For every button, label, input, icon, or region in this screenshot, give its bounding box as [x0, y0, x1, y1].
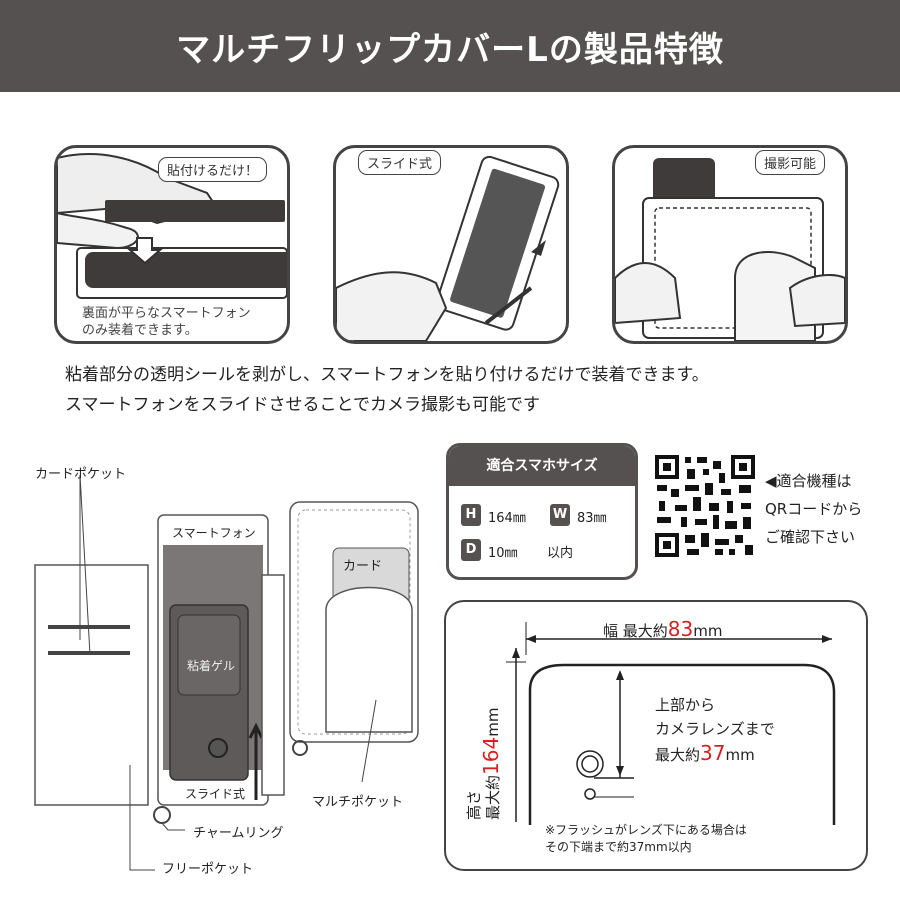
qr-code[interactable]: [655, 455, 755, 557]
tag-slide: スライド式: [358, 150, 442, 175]
compatible-size-title: 適合スマホサイズ: [449, 446, 635, 486]
flash-note: ※フラッシュがレンズ下にある場合は その下端まで約37mm以内: [545, 822, 747, 856]
feature-panel-camera: [612, 145, 848, 344]
lens-dimension-label: 上部から カメラレンズまで 最大約37mm: [655, 693, 775, 767]
tag-camera: 撮影可能: [755, 150, 826, 175]
lens-dimension-value: 37: [700, 741, 726, 765]
width-dimension-value: 83: [667, 617, 694, 641]
dimensions-drawing: [506, 622, 836, 825]
stick-caption-line1: 裏面が平らなスマートフォン: [82, 306, 251, 321]
width-dimension-label: 幅 最大約83mm: [603, 617, 722, 641]
dimensions-box: [444, 600, 868, 871]
height-chip: H: [461, 504, 481, 526]
feature-panel-slide: [333, 145, 569, 344]
label-adhesive-gel: 粘着ゲル: [187, 659, 236, 673]
tag-stick-only: 貼付けるだけ！: [158, 157, 268, 182]
label-card-pocket: カードポケット: [35, 467, 127, 482]
stick-illustration: [57, 153, 287, 299]
label-smartphone: スマートフォン: [172, 526, 256, 540]
qr-text-line1: ◀適合機種は: [765, 472, 852, 490]
flash-note-line1: ※フラッシュがレンズ下にある場合は: [545, 823, 747, 837]
slide-illustration: [336, 155, 560, 341]
case-diagram: [34, 474, 419, 871]
description-line1: 粘着部分の透明シールを剥がし、スマートフォンを貼り付けるだけで装着できます。: [65, 365, 709, 385]
label-card: カード: [343, 559, 383, 574]
label-slide: スライド式: [185, 787, 246, 801]
header-bar: [0, 0, 900, 92]
label-free-pocket: フリーポケット: [162, 862, 254, 877]
height-value: 164㎜: [488, 511, 526, 526]
lens-line2: カメラレンズまで: [655, 720, 775, 738]
depth-chip: D: [461, 539, 481, 561]
depth-suffix: 以内: [547, 546, 574, 561]
width-value: 83㎜: [577, 511, 607, 526]
width-unit: mm: [693, 622, 723, 640]
lens-unit: mm: [725, 746, 755, 764]
lens-prefix: 最大約: [655, 746, 701, 764]
width-chip: W: [550, 504, 570, 526]
stick-caption-line2: のみ装着できます。: [82, 323, 198, 338]
height-dimension-value: 164: [479, 736, 503, 775]
height-dimension-label: 高さ 最大約164mm: [465, 707, 503, 820]
width-prefix: 幅 最大約: [603, 622, 668, 640]
depth-value: 10㎜: [488, 546, 518, 561]
qr-text-line3: ご確認下さい: [765, 528, 856, 546]
qr-text-line2: QRコードから: [765, 500, 863, 518]
height-prefix-2: 最大約: [484, 774, 502, 820]
lens-line1: 上部から: [655, 696, 716, 714]
camera-illustration: [615, 158, 845, 341]
label-charm-ring: チャームリング: [193, 826, 284, 841]
height-unit: mm: [484, 707, 502, 737]
label-multi-pocket: マルチポケット: [312, 795, 404, 810]
page-title: マルチフリップカバーLの製品特徴: [176, 30, 724, 70]
description-line2: スマートフォンをスライドさせることでカメラ撮影も可能です: [65, 395, 540, 415]
flash-note-line2: その下端まで約37mm以内: [545, 840, 692, 854]
